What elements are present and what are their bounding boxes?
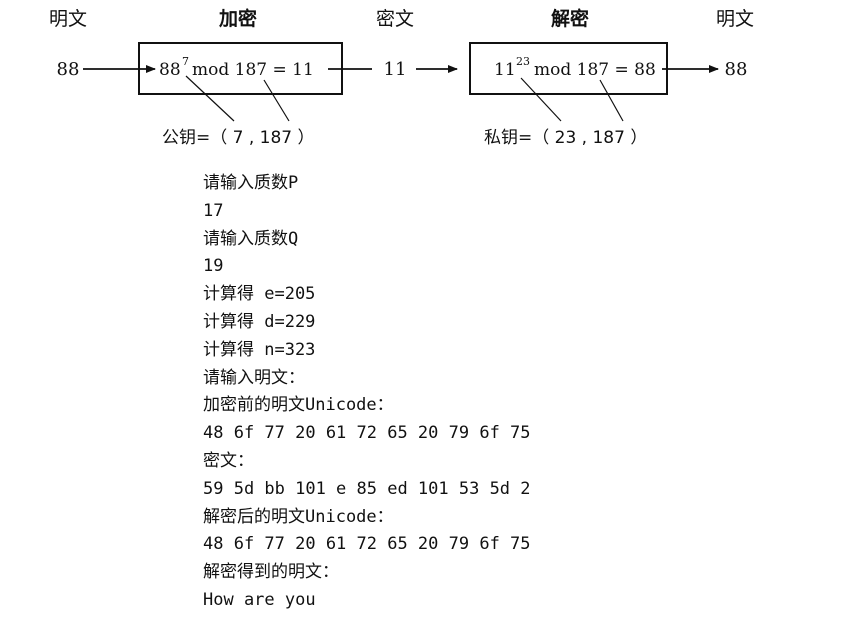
pointer-public-modulus bbox=[263, 79, 290, 122]
input-value: 88 bbox=[57, 59, 80, 80]
console-line: 48 6f 77 20 61 72 65 20 79 6f 75 bbox=[203, 423, 531, 444]
header-plaintext-right: 明文 bbox=[716, 8, 754, 30]
console-line: 计算得 d=229 bbox=[203, 311, 316, 332]
decrypt-box bbox=[469, 42, 668, 95]
console-line: 解密得到的明文： bbox=[203, 562, 339, 583]
encrypt-formula-base: 88 bbox=[159, 60, 181, 80]
console-line: 59 5d bb 101 e 85 ed 101 53 5d 2 bbox=[203, 478, 531, 499]
header-encrypt: 加密 bbox=[218, 7, 257, 30]
console-line: 密文： bbox=[203, 450, 254, 471]
encrypt-formula-exponent: 7 bbox=[182, 55, 189, 68]
console-line: 48 6f 77 20 61 72 65 20 79 6f 75 bbox=[203, 534, 531, 555]
decrypt-formula-base: 11 bbox=[494, 60, 516, 80]
console-line: 请输入质数P bbox=[203, 173, 299, 193]
console-line: How are you bbox=[203, 589, 316, 610]
console-line: 17 bbox=[203, 200, 224, 221]
rsa-flow-diagram: 明文 加密 密文 解密 明文 88 11 88 88 7 mod 187 = 1… bbox=[49, 7, 754, 148]
console-line: 计算得 e=205 bbox=[203, 284, 316, 305]
header-ciphertext: 密文 bbox=[376, 8, 414, 30]
console-line: 请输入明文： bbox=[203, 367, 305, 388]
decrypt-formula-exponent: 23 bbox=[516, 55, 530, 68]
public-key-label: 公钥=（ 7 , 187 ） bbox=[162, 128, 315, 148]
console-line: 加密前的明文Unicode： bbox=[203, 395, 394, 416]
console-line: 计算得 n=323 bbox=[203, 339, 316, 360]
console-line: 请输入质数Q bbox=[203, 228, 299, 249]
encrypt-formula-rest: mod 187 = 11 bbox=[192, 60, 314, 80]
output-value: 88 bbox=[725, 59, 748, 80]
header-plaintext-left: 明文 bbox=[49, 8, 87, 30]
console-line: 19 bbox=[203, 256, 224, 277]
pointer-public-exponent bbox=[185, 75, 235, 122]
private-key-label: 私钥=（ 23 , 187 ） bbox=[484, 128, 647, 148]
decrypt-formula-rest: mod 187 = 88 bbox=[534, 60, 656, 80]
console-output: 请输入质数P 17 请输入质数Q 19 计算得 e=205 计算得 d=229 计算得 n=… bbox=[203, 170, 531, 615]
cipher-value: 11 bbox=[384, 59, 407, 80]
header-decrypt: 解密 bbox=[551, 7, 589, 30]
pointer-private-exponent bbox=[520, 77, 562, 122]
pointer-private-modulus bbox=[599, 79, 624, 122]
console-line: 解密后的明文Unicode： bbox=[203, 506, 394, 527]
